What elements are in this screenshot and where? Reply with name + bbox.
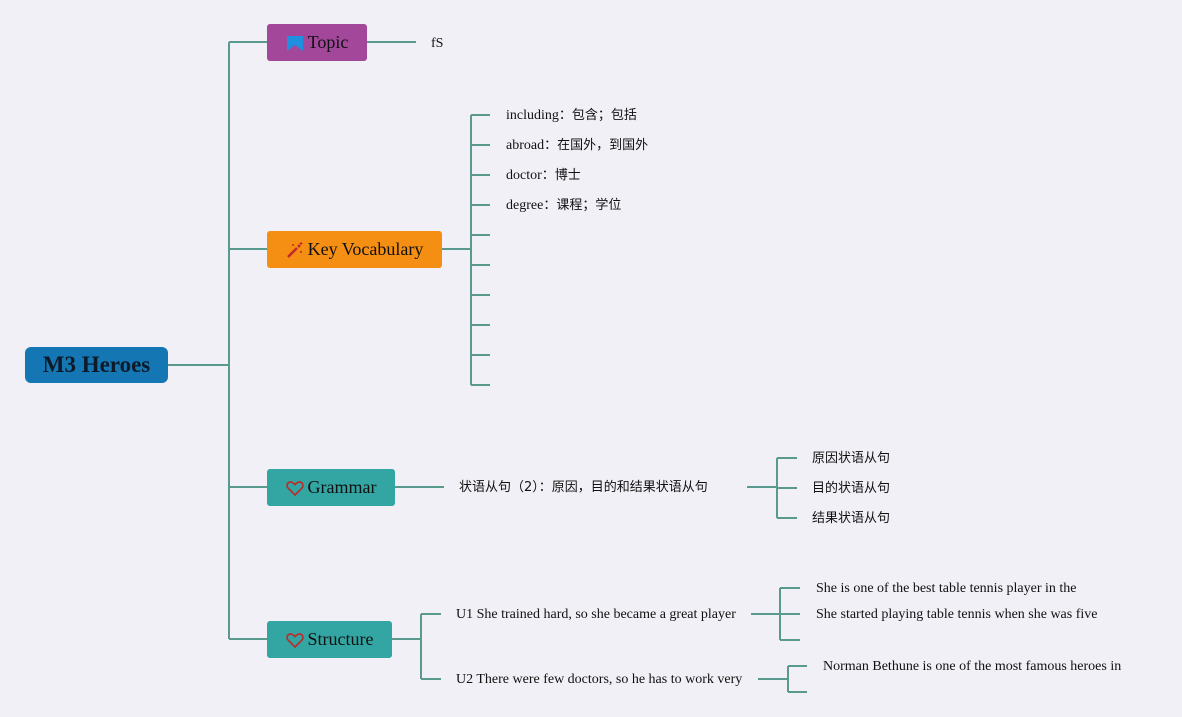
vocab-item-empty[interactable] bbox=[492, 257, 512, 273]
vocab-item-empty[interactable] bbox=[492, 347, 512, 363]
grammar-node[interactable]: Grammar bbox=[267, 469, 395, 506]
root-label: M3 Heroes bbox=[42, 352, 151, 377]
magic-wand-icon bbox=[286, 241, 304, 259]
vocab-meaning: ：课程；学位 bbox=[543, 198, 622, 213]
grammar-main-text: 状语从句（2）：原因，目的和结果状语从句 bbox=[459, 480, 708, 495]
vocab-word: including bbox=[506, 108, 559, 123]
grammar-child-text: 原因状语从句 bbox=[812, 451, 891, 466]
topic-node[interactable]: Topic bbox=[267, 24, 367, 61]
vocab-item-empty[interactable] bbox=[492, 317, 512, 333]
vocab-item-empty[interactable] bbox=[492, 377, 512, 393]
topic-child[interactable]: fS bbox=[431, 36, 444, 51]
structure-unit[interactable]: U2 There were few doctors, so he has to … bbox=[456, 672, 743, 687]
structure-label: Structure bbox=[307, 629, 374, 649]
grammar-label: Grammar bbox=[307, 477, 377, 497]
vocab-label: Key Vocabulary bbox=[307, 239, 424, 259]
structure-example[interactable]: Norman Bethune is one of the most famous… bbox=[823, 659, 1122, 674]
vocab-meaning: ：在国外，到国外 bbox=[544, 138, 649, 153]
vocab-meaning: ：博士 bbox=[541, 168, 581, 183]
structure-example-empty[interactable] bbox=[802, 632, 822, 648]
vocab-item[interactable]: including：包含；包括 bbox=[506, 107, 637, 125]
vocab-word: abroad bbox=[506, 138, 545, 153]
root-node[interactable]: M3 Heroes bbox=[25, 347, 168, 383]
flag-icon bbox=[286, 34, 304, 52]
vocab-item-empty[interactable] bbox=[492, 227, 512, 243]
structure-example[interactable]: She started playing table tennis when sh… bbox=[816, 607, 1098, 622]
vocab-word: doctor bbox=[506, 168, 542, 183]
structure-example[interactable]: She is one of the best table tennis play… bbox=[816, 581, 1077, 596]
grammar-child-text: 目的状语从句 bbox=[812, 481, 891, 496]
structure-example-empty[interactable] bbox=[809, 684, 829, 700]
grammar-main[interactable]: 状语从句（2）：原因，目的和结果状语从句 bbox=[459, 479, 708, 497]
vocab-item[interactable]: doctor：博士 bbox=[506, 167, 581, 185]
vocab-node[interactable]: Key Vocabulary bbox=[267, 231, 442, 268]
vocab-item-empty[interactable] bbox=[492, 287, 512, 303]
vocab-word: degree bbox=[506, 198, 544, 213]
vocab-item[interactable]: degree：课程；学位 bbox=[506, 197, 621, 215]
vocab-meaning: ：包含；包括 bbox=[558, 108, 637, 123]
grammar-child-text: 结果状语从句 bbox=[812, 511, 891, 526]
vocab-item[interactable]: abroad：在国外，到国外 bbox=[506, 137, 648, 155]
grammar-child[interactable]: 目的状语从句 bbox=[812, 480, 890, 498]
heart-icon bbox=[285, 631, 304, 649]
grammar-child[interactable]: 原因状语从句 bbox=[812, 450, 890, 468]
topic-label: Topic bbox=[307, 32, 349, 52]
structure-node[interactable]: Structure bbox=[267, 621, 392, 658]
grammar-child[interactable]: 结果状语从句 bbox=[812, 510, 890, 528]
structure-unit[interactable]: U1 She trained hard, so she became a gre… bbox=[456, 607, 736, 622]
heart-icon bbox=[285, 479, 304, 497]
